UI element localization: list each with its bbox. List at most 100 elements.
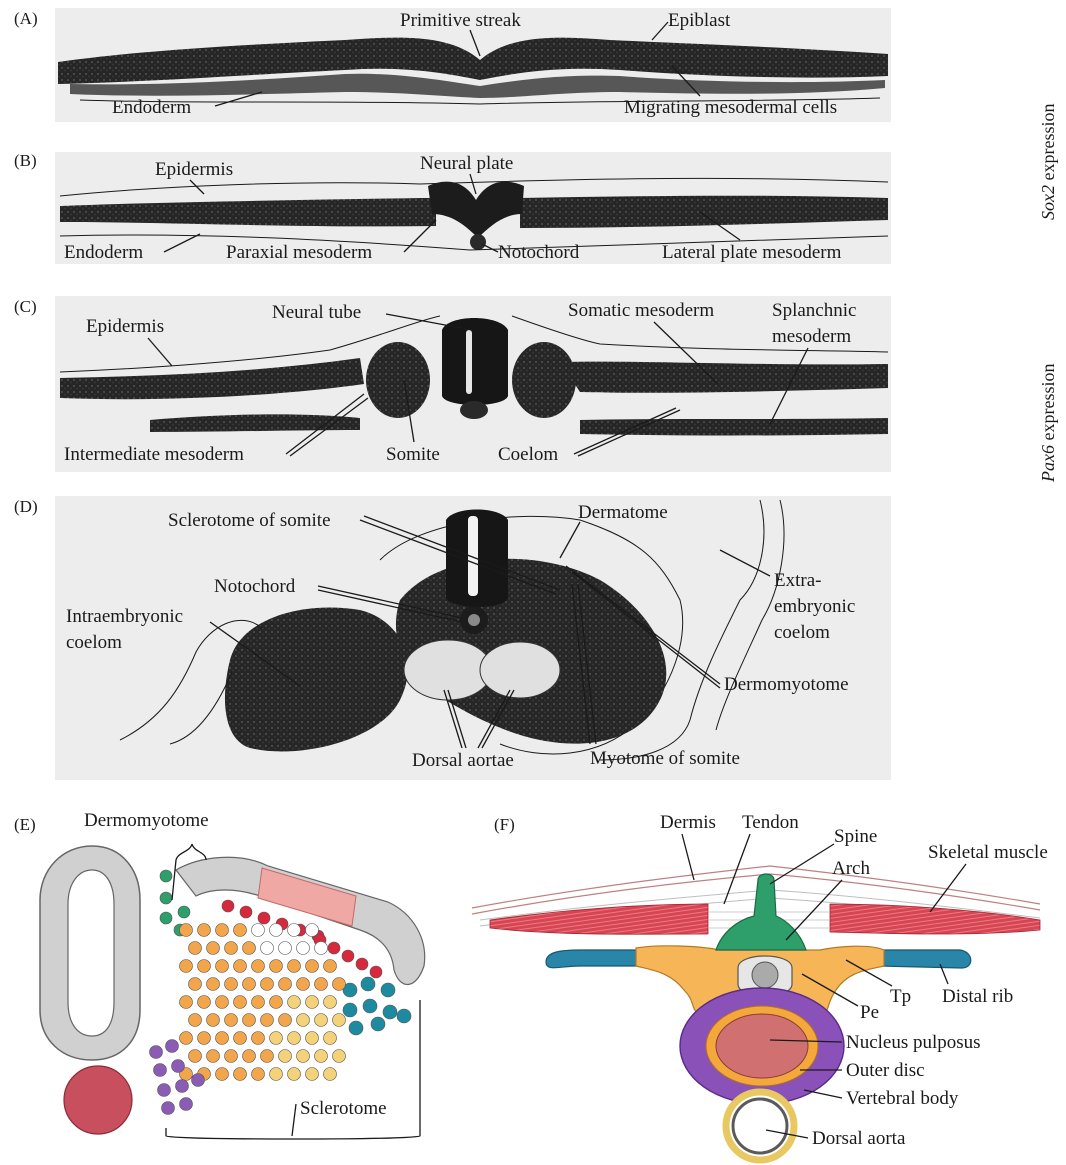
cell-dot: [166, 1040, 179, 1053]
cell-dot: [160, 912, 172, 924]
cell-dot: [306, 924, 319, 937]
somite-right: [512, 342, 576, 418]
label-neural-tube: Neural tube: [272, 302, 361, 323]
label-splanchnic-1: Splanchnic: [772, 300, 856, 321]
cell-dot: [261, 1050, 274, 1063]
cell-dot: [189, 1014, 202, 1027]
cell-dot: [343, 1003, 357, 1017]
label-dermomyotome-d: Dermomyotome: [724, 674, 849, 695]
notochord-c: [460, 401, 488, 419]
cell-dot: [315, 978, 328, 991]
cell-dot: [252, 960, 265, 973]
cell-dot: [189, 978, 202, 991]
cell-dot: [288, 960, 301, 973]
cell-dot: [172, 1060, 185, 1073]
cell-dot: [371, 1017, 385, 1031]
cell-dot: [270, 1068, 283, 1081]
cell-dot: [240, 906, 252, 918]
cell-dot: [243, 942, 256, 955]
cell-dot: [324, 1068, 337, 1081]
label-notochord-b: Notochord: [498, 242, 580, 263]
cell-dot: [306, 996, 319, 1009]
dorsal-aorta-inner: [733, 1099, 787, 1153]
label-dorsal-aorta: Dorsal aorta: [812, 1128, 906, 1149]
cell-dot: [198, 924, 211, 937]
cell-dot: [234, 1032, 247, 1045]
cell-dot: [176, 1080, 189, 1093]
cell-dot: [243, 1050, 256, 1063]
label-tendon: Tendon: [742, 812, 799, 833]
cell-dot: [279, 942, 292, 955]
cell-dot: [234, 960, 247, 973]
panel-a-tag: (A): [14, 9, 38, 28]
label-dorsal-aortae: Dorsal aortae: [412, 750, 514, 771]
cell-dot: [234, 924, 247, 937]
cell-dot: [216, 960, 229, 973]
label-paraxial-mesoderm: Paraxial mesoderm: [226, 242, 372, 263]
cell-dot: [180, 1032, 193, 1045]
label-intermediate-mesoderm: Intermediate mesoderm: [64, 444, 244, 465]
cell-dot: [279, 1050, 292, 1063]
panel-e: (E) Dermomyotome Sclerotome: [14, 810, 425, 1139]
cell-dot: [189, 942, 202, 955]
cell-dot: [192, 1074, 205, 1087]
cell-dot: [243, 1014, 256, 1027]
cell-dot: [306, 960, 319, 973]
cell-dot: [279, 1014, 292, 1027]
label-arch: Arch: [832, 858, 870, 879]
sox2-gene-name: Sox2: [1038, 185, 1058, 220]
panel-b-tag: (B): [14, 151, 37, 170]
cell-dot: [328, 942, 340, 954]
cell-dot: [252, 1068, 265, 1081]
cell-dot: [252, 924, 265, 937]
panel-d: (D) Sclerotome of somite Dermatome Notoc…: [14, 496, 891, 780]
cell-dot: [150, 1046, 163, 1059]
label-extraembryonic-2: embryonic: [774, 596, 855, 617]
label-endoderm-a: Endoderm: [112, 97, 191, 118]
label-extraembryonic-3: coelom: [774, 622, 830, 643]
nucleus-pulposus: [716, 1014, 808, 1078]
cell-dot: [261, 1014, 274, 1027]
cell-dot: [288, 924, 301, 937]
cell-dot: [270, 924, 283, 937]
label-endoderm-b: Endoderm: [64, 242, 143, 263]
cell-dot: [234, 1068, 247, 1081]
label-extraembryonic-1: Extra-: [774, 570, 821, 591]
svg-text:Pax6 expression: Pax6 expression: [1038, 364, 1058, 483]
label-epiblast: Epiblast: [668, 10, 731, 31]
cell-dot: [180, 960, 193, 973]
cell-dot: [333, 978, 346, 991]
label-primitive-streak: Primitive streak: [400, 10, 521, 31]
cell-dot: [333, 1050, 346, 1063]
cell-dot: [160, 870, 172, 882]
label-epidermis-c: Epidermis: [86, 316, 164, 337]
cell-dot: [361, 977, 375, 991]
sox2-expression-label: Sox2 expression: [1038, 104, 1058, 220]
neural-tube-lumen: [466, 330, 472, 394]
label-dermatome: Dermatome: [578, 502, 668, 523]
cell-dot: [207, 1014, 220, 1027]
cell-dot: [261, 978, 274, 991]
splanchnic-right: [580, 418, 888, 436]
cell-dot: [180, 1098, 193, 1111]
cell-dot: [154, 1064, 167, 1077]
cell-dot: [315, 1050, 328, 1063]
cell-dot: [306, 1032, 319, 1045]
label-dermis: Dermis: [660, 812, 716, 833]
label-sclerotome-e: Sclerotome: [300, 1098, 387, 1119]
cell-dot: [252, 996, 265, 1009]
sox2-expression-text: expression: [1038, 104, 1058, 185]
label-neural-plate: Neural plate: [420, 153, 513, 174]
cell-dot: [178, 906, 190, 918]
cell-dot: [216, 1032, 229, 1045]
label-distal-rib: Distal rib: [942, 986, 1013, 1007]
cell-dot: [370, 966, 382, 978]
cell-dot: [397, 1009, 411, 1023]
cell-dot: [270, 1032, 283, 1045]
cell-dot: [297, 978, 310, 991]
label-lateral-plate: Lateral plate mesoderm: [662, 242, 842, 263]
label-nucleus-pulposus: Nucleus pulposus: [846, 1032, 981, 1053]
skeletal-muscle-right: [830, 904, 1040, 934]
cell-dot: [297, 1014, 310, 1027]
